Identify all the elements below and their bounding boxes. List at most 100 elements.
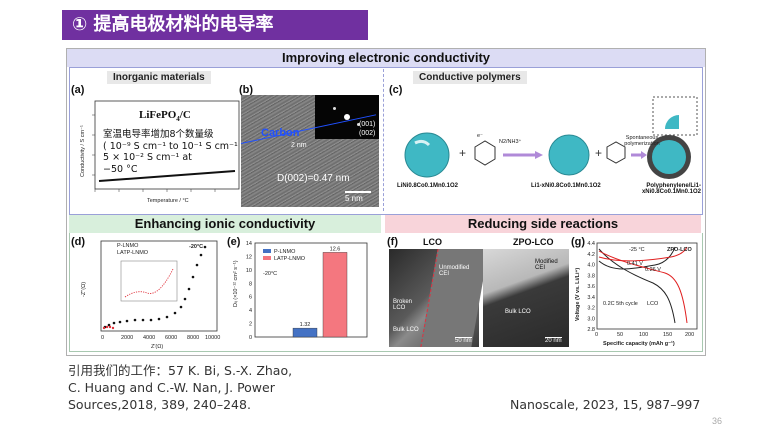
panel-g-xtick-0: 0: [595, 332, 598, 338]
panel-d-plot: P-LNMO LATP-LNMO -20°C 0 2000 4000 6000 …: [81, 240, 220, 350]
panel-e-temp: -20°C: [263, 271, 277, 277]
panel-g-curve-zpo-charge: [598, 246, 688, 262]
panel-d-xtick-0: 0: [101, 335, 104, 341]
citation-left-line-1: 引用我们的工作：57 K. Bi, S.-X. Zhao,: [68, 363, 293, 378]
panel-a-title: LiFePO4/C: [139, 109, 191, 124]
panel-c-reagent: N2/NH3⁺: [499, 138, 522, 145]
citation-left-line-3: Sources,2018, 389, 240–248.: [68, 397, 251, 412]
panel-a-trend-line: [98, 170, 236, 182]
page-number: 36: [712, 416, 723, 426]
panel-b-fft-label-1: (001): [359, 121, 376, 128]
slide-title: ① 提高电极材料的电导率: [62, 10, 368, 40]
panel-b-dspacing: D(002)=0.47 nm: [277, 173, 350, 184]
panel-f-note-bulk: Bulk LCO: [393, 327, 419, 333]
panel-e-ylabel: Dₗᵢ (×10⁻¹² cm² s⁻¹): [233, 260, 239, 307]
panel-d-xtick-4: 8000: [187, 335, 199, 341]
panel-e-legend-1: P-LNMO: [274, 249, 296, 255]
panel-g-xtick-3: 150: [663, 332, 672, 338]
panel-g-yticks: 2.83.03.23.43.63.84.04.24.4: [587, 241, 595, 333]
electronic-divider: [383, 69, 384, 211]
panel-f-zpo-image: Modified CEI Bulk LCO 20 nm: [483, 249, 569, 347]
panel-c-electron: e⁻: [477, 133, 483, 139]
panel-a-note-line-4: −50 °C: [103, 163, 138, 175]
panel-f-note-cei: Unmodified CEI: [439, 265, 470, 277]
ionic-band: [69, 215, 381, 233]
panel-f-scale-right: 20 nm: [545, 337, 562, 344]
panel-a-label: (a): [71, 84, 85, 96]
panel-f-scale-left: 50 nm: [455, 337, 472, 344]
panel-g-ytick: 3.2: [587, 306, 595, 312]
panel-g-cycle: 0.2C 5th cycle: [603, 301, 638, 307]
panel-g-v2: 0.26 V: [645, 267, 661, 273]
panel-g-xlabel: Specific capacity (mAh g⁻¹): [603, 340, 675, 347]
panel-g-ylabel: Voltage (V vs. Li/Li⁺): [574, 268, 581, 321]
panel-f-note-broken: Broken LCO: [393, 299, 413, 311]
panel-g-curve-zpo: [598, 250, 688, 324]
panel-e-bar-1: [292, 327, 318, 338]
panel-d-legend-2: LATP-LNMO: [117, 250, 149, 256]
sub-polymers: Conductive polymers: [413, 71, 527, 84]
header-side: Reducing side reactions: [467, 216, 619, 231]
panel-a-plot: Conductivity / S cm⁻¹ Temperature / °C: [80, 100, 240, 204]
panel-e-ytick: 6: [249, 295, 252, 301]
panel-b-label: (b): [239, 84, 254, 96]
panel-c-middle-label: Li1-xNi0.8Co0.1Mn0.1O2: [531, 183, 601, 189]
panel-g-ytick: 4.4: [587, 241, 595, 247]
panel-e-ytick: 12: [246, 254, 252, 260]
citation-right: Nanoscale, 2023, 15, 987–997: [510, 397, 701, 412]
panel-a-note-line-3: 5 × 10⁻² S cm⁻¹ at: [103, 152, 192, 163]
panel-g-curve-lco: [598, 248, 676, 324]
panel-a-note-line-2: ( 10⁻⁹ S cm⁻¹ to 10⁻¹ S cm⁻¹: [103, 140, 238, 152]
panel-g-plot: -25 °C ZPO-LCO 0.41 V 0.26 V 0.2C 5th cy…: [574, 241, 698, 347]
panel-g-xtick-1: 50: [617, 332, 623, 338]
sub-inorganic: Inorganic materials: [107, 71, 211, 84]
panel-g-ytick: 3.6: [587, 284, 595, 290]
panel-e-ytick: 14: [246, 241, 252, 247]
panel-g-ytick: 4.2: [587, 252, 595, 258]
panel-e-ytick: 4: [249, 308, 252, 314]
panel-g-lco-label: LCO: [647, 301, 659, 307]
panel-f-note-modified: Modified CEI: [535, 259, 558, 271]
panel-d-xtick-3: 6000: [165, 335, 177, 341]
panel-d-xtick-1: 2000: [121, 335, 133, 341]
panel-a-xlabel: Temperature / °C: [147, 198, 189, 204]
panel-g-curve-lco-charge: [598, 246, 676, 270]
panel-g-v1: 0.41 V: [627, 261, 643, 267]
panel-g-label: (g): [571, 236, 586, 248]
panel-g-xtick-4: 200: [685, 332, 694, 338]
panel-e-bar-2: [322, 252, 348, 338]
panel-c-step: Spontaneous polymerization: [624, 135, 660, 147]
panel-g-ytick: 4.0: [587, 263, 595, 269]
svg-text:+: +: [595, 146, 602, 160]
citation-left-line-2: C. Huang and C.-W. Nan, J. Power: [68, 380, 275, 395]
panel-e-bars: 1.32 12.6: [292, 246, 348, 338]
panel-c-right-label: Polyphenylene/Li1-xNi0.8Co0.1Mn0.1O2: [641, 183, 701, 195]
panel-g-ytick: 3.4: [587, 295, 595, 301]
panel-c-left-label: LiNi0.8Co0.1Mn0.1O2: [397, 183, 459, 189]
panel-d-label: (d): [71, 236, 86, 248]
panel-d-xlabel: Z'(Ω): [151, 344, 163, 350]
panel-e-bar-label-2: 12.6: [330, 246, 341, 252]
panel-f-zpo-title: ZPO-LCO: [513, 237, 554, 247]
panel-e-ytick: 8: [249, 281, 252, 287]
panel-d-xtick-5: 10000: [205, 335, 220, 341]
panel-f-lco-image: Unmodified CEI Broken LCO Bulk LCO 50 nm: [389, 249, 489, 347]
panel-e-label: (e): [227, 236, 241, 248]
panel-e-bar-label-1: 1.32: [300, 322, 311, 328]
panel-b-fft-inset: [315, 95, 379, 139]
panel-f-lco-title: LCO: [423, 237, 442, 247]
panel-f-note-bulk-right: Bulk LCO: [505, 309, 531, 315]
panel-d-legend-1: P-LNMO: [117, 243, 139, 249]
panel-e-legend-2: LATP-LNMO: [274, 256, 306, 262]
panel-b-fft-label-2: (002): [359, 130, 376, 137]
panel-e-ytick: 10: [246, 268, 252, 274]
panel-g-ytick: 2.8: [587, 327, 595, 333]
panel-b-thickness: 2 nm: [291, 142, 307, 149]
panel-a-note: 室温电导率增加8个数量级 ( 10⁻⁹ S cm⁻¹ to 10⁻¹ S cm⁻…: [103, 129, 238, 175]
figure-panel: Improving electronic conductivity Inorga…: [66, 48, 706, 356]
panel-d-ylabel: -Z''(Ω): [81, 282, 87, 297]
svg-text:+: +: [459, 146, 466, 160]
panel-g-temp: -25 °C: [629, 247, 645, 253]
